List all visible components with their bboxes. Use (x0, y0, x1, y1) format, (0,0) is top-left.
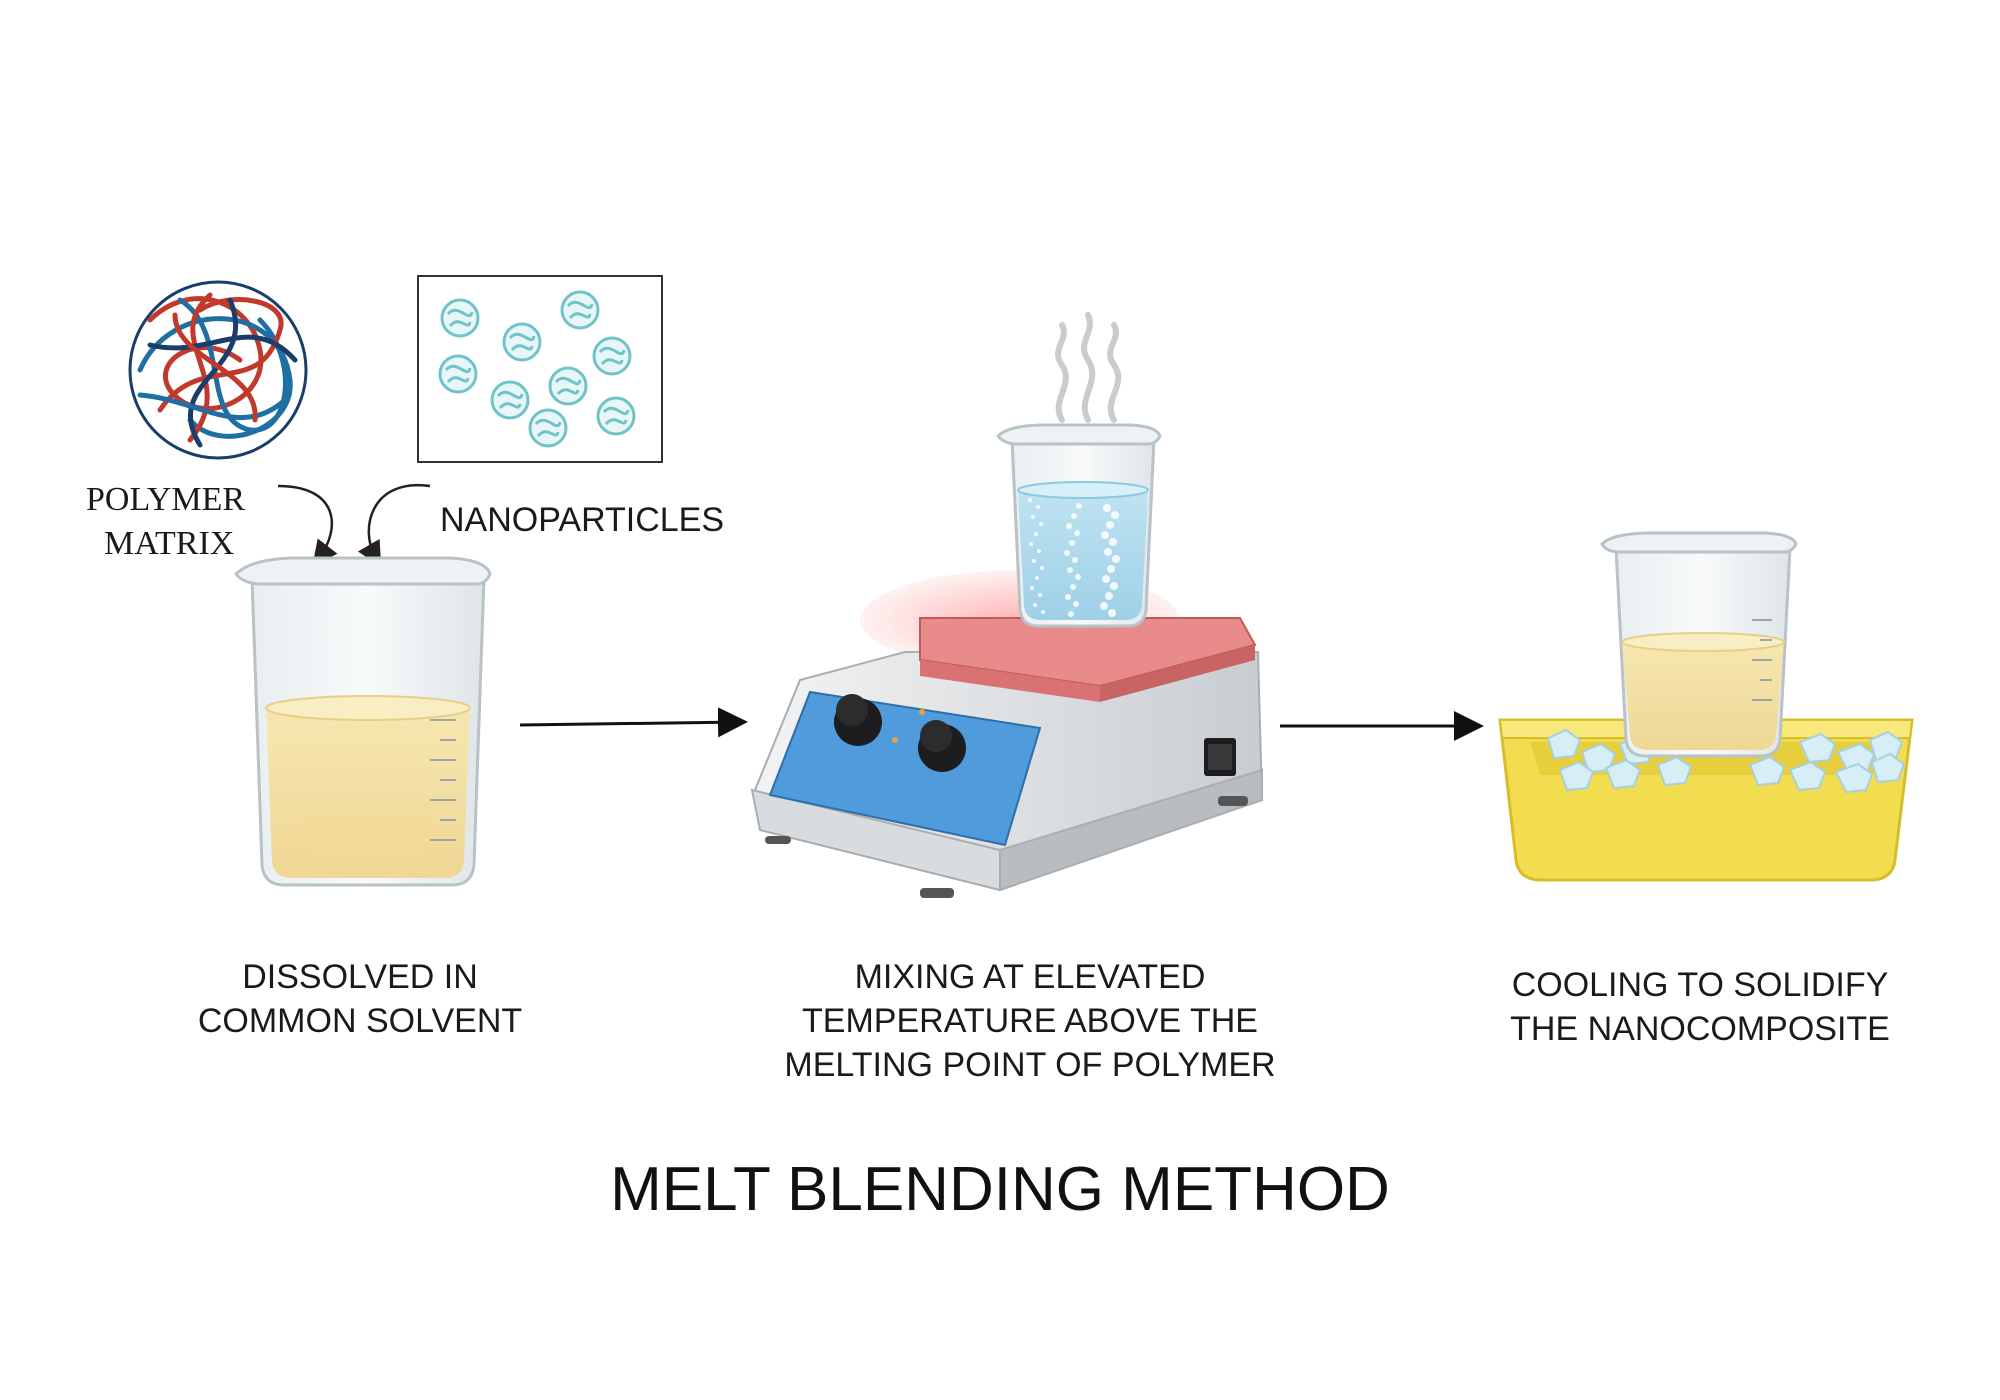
ice-cube-icon (1656, 755, 1693, 787)
bubble (1074, 530, 1080, 536)
bubble (1064, 550, 1070, 556)
polymer-ball-icon (128, 280, 308, 460)
bubble (1031, 515, 1035, 519)
ice-cube-icon (1868, 730, 1904, 762)
step2-caption-line1: MIXING AT ELEVATED (854, 958, 1206, 996)
bubble (1040, 566, 1044, 570)
curved-arrow-nanoparticles (357, 483, 431, 567)
ice-cube-icon (1546, 728, 1582, 760)
bubble (1071, 513, 1077, 519)
ice-cube-icon (1870, 752, 1906, 784)
beaker-icon (233, 556, 492, 887)
bubble (1068, 611, 1074, 617)
bubble (1041, 610, 1045, 614)
nanoparticle-icon (438, 354, 478, 394)
bubble (1100, 602, 1108, 610)
curved-arrow-polymer (277, 484, 338, 566)
nanoparticle-icon (592, 336, 632, 376)
step2-caption-line2: TEMPERATURE ABOVE THE (802, 1002, 1258, 1040)
bubble (1070, 584, 1076, 590)
bubble (1101, 531, 1109, 539)
bubble (1029, 542, 1033, 546)
bubble (1028, 498, 1032, 502)
bubble (1108, 609, 1116, 617)
step3-caption-line2: THE NANOCOMPOSITE (1510, 1010, 1890, 1048)
ice-cube-icon (1788, 760, 1827, 792)
ice-cube-icon (1834, 762, 1874, 794)
bubble (1107, 565, 1115, 573)
bubble (1069, 540, 1075, 546)
bubble (1103, 504, 1111, 512)
process-arrow-1 (519, 707, 748, 738)
bubble (1075, 574, 1081, 580)
bubble (1032, 559, 1036, 563)
bubble (1065, 594, 1071, 600)
nanoparticles-label: NANOPARTICLES (440, 501, 725, 539)
heated-beaker-icon (996, 423, 1162, 628)
bubble (1039, 522, 1043, 526)
page-title: MELT BLENDING METHOD (610, 1155, 1390, 1224)
steam-icon (1055, 312, 1122, 423)
nanoparticle-icon (502, 322, 542, 362)
nanoparticle-icon (548, 366, 588, 406)
step3-caption-line1: COOLING TO SOLIDIFY (1511, 966, 1889, 1004)
nanoparticle-icon (528, 408, 568, 448)
bubble (1109, 538, 1117, 546)
ice-cube-icon (1558, 760, 1595, 792)
bubble (1105, 592, 1113, 600)
bubble (1034, 532, 1038, 536)
bubble (1110, 582, 1118, 590)
bubble (1112, 555, 1120, 563)
bubble (1037, 549, 1041, 553)
bubble (1072, 557, 1078, 563)
bubble (1104, 548, 1112, 556)
polymer-matrix-label-line2: MATRIX (104, 525, 235, 562)
bubble (1106, 521, 1114, 529)
polymer-matrix-label-line1: POLYMER (86, 481, 246, 518)
nanoparticle-icon (490, 380, 530, 420)
step1-caption-line1: DISSOLVED IN (242, 958, 478, 996)
bubble (1102, 575, 1110, 583)
bubble (1067, 567, 1073, 573)
bubble (1033, 603, 1037, 607)
bubble (1073, 601, 1079, 607)
bubble (1111, 511, 1119, 519)
ice-cube-icon (1604, 758, 1642, 790)
hotplate-icon (750, 570, 1264, 898)
ice-tray-icon (1498, 718, 1914, 882)
bubble (1035, 576, 1039, 580)
ice-cube-icon (1798, 732, 1837, 764)
step2-caption-line3: MELTING POINT OF POLYMER (784, 1046, 1276, 1084)
nanoparticle-icon (440, 298, 480, 338)
nanoparticle-icon (596, 396, 636, 436)
bubble (1038, 593, 1042, 597)
nanoparticles-box-icon (417, 275, 663, 463)
nanoparticle-icon (560, 290, 600, 330)
step1-caption-line2: COMMON SOLVENT (197, 1002, 523, 1040)
bubble (1030, 586, 1034, 590)
cooling-beaker-icon (1600, 531, 1798, 758)
bubble (1076, 503, 1082, 509)
ice-cube-icon (1748, 755, 1786, 787)
bubble (1036, 505, 1040, 509)
bubble (1066, 523, 1072, 529)
